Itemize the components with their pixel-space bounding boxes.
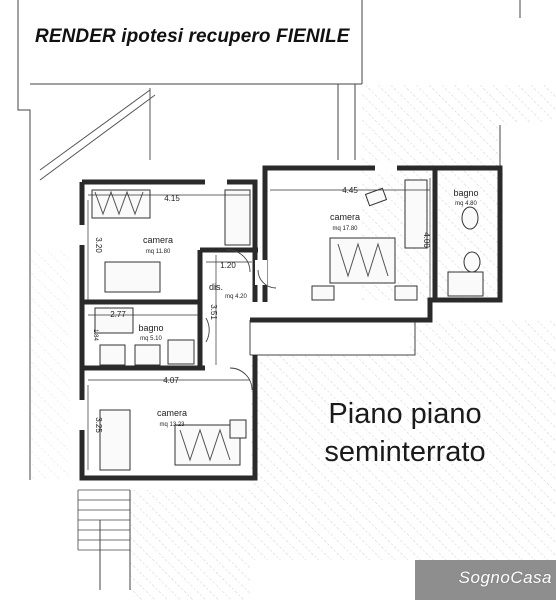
room-name-camera-2: camera bbox=[330, 212, 360, 222]
toilet-bath-left bbox=[99, 344, 126, 366]
room-area-camera-2: mq 17.80 bbox=[332, 226, 358, 232]
armchair bbox=[364, 187, 388, 207]
dimension-label: 4.15 bbox=[164, 194, 180, 203]
nightstand-left bbox=[311, 285, 335, 301]
room-area-bagno-1: mq 4.80 bbox=[455, 201, 477, 207]
shower-bath-left bbox=[94, 307, 134, 334]
watermark-logo: SognoCasa bbox=[458, 568, 552, 587]
bed-upper-left bbox=[91, 189, 151, 219]
nightstand-right bbox=[394, 285, 418, 301]
room-name-camera-1: camera bbox=[143, 235, 173, 245]
dimension-label: 3.25 bbox=[94, 417, 103, 433]
bidet-bath-left bbox=[134, 344, 161, 366]
desk-lower bbox=[99, 409, 131, 471]
dimension-label: 3.20 bbox=[94, 237, 103, 253]
roof-lines bbox=[39, 88, 156, 181]
wardrobe-upper-left bbox=[224, 189, 251, 246]
dimension-label: 4.07 bbox=[163, 376, 179, 385]
openings bbox=[75, 162, 397, 430]
shower bbox=[447, 271, 484, 297]
dimension-label: 1.20 bbox=[220, 261, 236, 270]
floor-caption-line-2: seminterrato bbox=[324, 436, 486, 468]
floor-caption-line-1: Piano piano bbox=[328, 398, 482, 430]
dimension-label: 3.51 bbox=[209, 304, 218, 320]
room-name-bagno-1: bagno bbox=[453, 188, 478, 198]
room-area-dis: mq 4.20 bbox=[225, 294, 247, 300]
room-name-bagno-2: bagno bbox=[138, 323, 163, 333]
furniture bbox=[91, 179, 484, 471]
dimension-label: 4.00 bbox=[422, 232, 431, 248]
room-area-bagno-2: mq 5.10 bbox=[140, 336, 162, 342]
door-swings bbox=[205, 249, 277, 391]
room-area-camera-3: mq 13.23 bbox=[159, 422, 185, 428]
render-title: RENDER ipotesi recupero FIENILE bbox=[35, 26, 350, 47]
sink-bath-left bbox=[167, 339, 195, 365]
room-name-dis: dis. bbox=[209, 282, 223, 292]
room-area-camera-1: mq 11.80 bbox=[146, 249, 171, 255]
bidet-right bbox=[463, 251, 481, 273]
dimension-label: 2.77 bbox=[110, 310, 126, 319]
dimension-label: 4.45 bbox=[342, 186, 358, 195]
desk-upper-left bbox=[104, 261, 161, 293]
floor-caption: Piano piano seminterrato bbox=[300, 395, 510, 471]
room-name-camera-3: camera bbox=[157, 408, 187, 418]
nightstand-lower bbox=[229, 419, 247, 439]
hatched-terrain bbox=[30, 84, 556, 600]
toilet-right bbox=[461, 206, 479, 230]
double-bed bbox=[329, 237, 396, 284]
dimension-lines bbox=[87, 178, 431, 470]
ramp bbox=[77, 489, 130, 551]
wardrobe-right bbox=[404, 179, 428, 249]
dimension-label: 1.84 bbox=[92, 329, 98, 341]
